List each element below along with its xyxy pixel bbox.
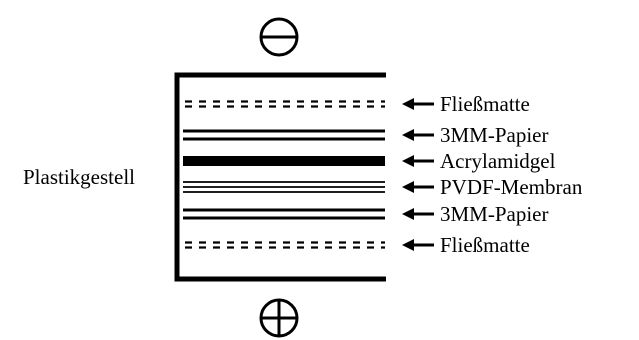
- layer-5: 3MM-Papier: [183, 202, 549, 226]
- arrow-icon: [402, 181, 414, 193]
- layer-6: Fließmatte: [185, 233, 530, 257]
- layer-label: Acrylamidgel: [440, 149, 556, 173]
- arrow-icon: [402, 208, 414, 220]
- layer-label: 3MM-Papier: [440, 123, 549, 147]
- holder-label: Plastikgestell: [23, 165, 135, 189]
- layer-label: PVDF-Membran: [440, 175, 583, 199]
- minus-electrode-icon: [259, 17, 299, 57]
- layer-4: PVDF-Membran: [183, 175, 583, 199]
- layer-label: 3MM-Papier: [440, 202, 549, 226]
- plastic-holder-frame: [174, 72, 386, 282]
- layer-label: Fließmatte: [440, 92, 530, 116]
- arrow-icon: [402, 98, 414, 110]
- arrow-icon: [402, 239, 414, 251]
- layer-1: Fließmatte: [185, 92, 530, 116]
- arrow-icon: [402, 129, 414, 141]
- layer-3: Acrylamidgel: [183, 149, 556, 173]
- layer-stack: Fließmatte3MM-PapierAcrylamidgelPVDF-Mem…: [183, 92, 583, 257]
- arrow-icon: [402, 155, 414, 167]
- layer-2: 3MM-Papier: [183, 123, 549, 147]
- layer-bar: [183, 156, 385, 166]
- plus-electrode-icon: [259, 298, 299, 338]
- layer-label: Fließmatte: [440, 233, 530, 257]
